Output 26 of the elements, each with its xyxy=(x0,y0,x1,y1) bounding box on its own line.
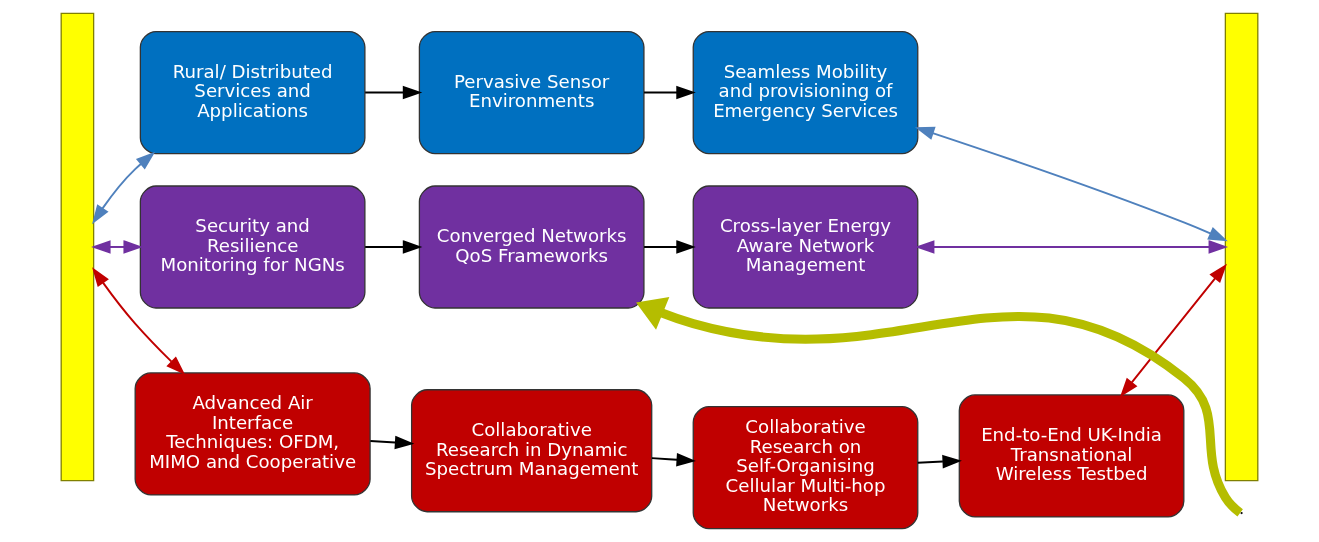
arrow xyxy=(369,435,415,450)
arrow xyxy=(643,85,696,100)
arrow xyxy=(636,297,1244,517)
node-bar xyxy=(1224,12,1259,482)
arrow xyxy=(914,126,1228,242)
node-box: Collaborative Research on Self-Organising Cellular Multi-hop Networks xyxy=(692,406,919,530)
node-box: Seamless Mobility and provisioning of Emergency Services xyxy=(692,30,919,155)
node-bar xyxy=(60,12,95,482)
arrow xyxy=(364,85,423,100)
node-box: Converged Networks QoS Frameworks xyxy=(418,185,645,309)
node-box: End-to-End UK-India Transnational Wireless Testbed xyxy=(958,394,1185,518)
arrow xyxy=(92,151,156,225)
node-box: Collaborative Research in Dynamic Spectrum Management xyxy=(410,389,653,513)
arrow xyxy=(92,267,186,375)
node-box: Rural/ Distributed Services and Applications xyxy=(139,30,366,155)
arrow xyxy=(364,240,423,254)
arrow xyxy=(1119,263,1227,398)
arrow xyxy=(914,240,1229,254)
arrow xyxy=(91,240,143,254)
node-box: Pervasive Sensor Environments xyxy=(418,30,645,155)
arrow xyxy=(916,454,962,469)
arrow xyxy=(650,452,696,467)
node-box: Advanced Air Interface Techniques: OFDM, MIMO and Cooperative xyxy=(134,372,371,496)
node-box: Cross-layer Energy Aware Network Management xyxy=(692,185,919,309)
arrow xyxy=(643,240,696,254)
node-box: Security and Resilience Monitoring for NGNs xyxy=(139,185,366,309)
